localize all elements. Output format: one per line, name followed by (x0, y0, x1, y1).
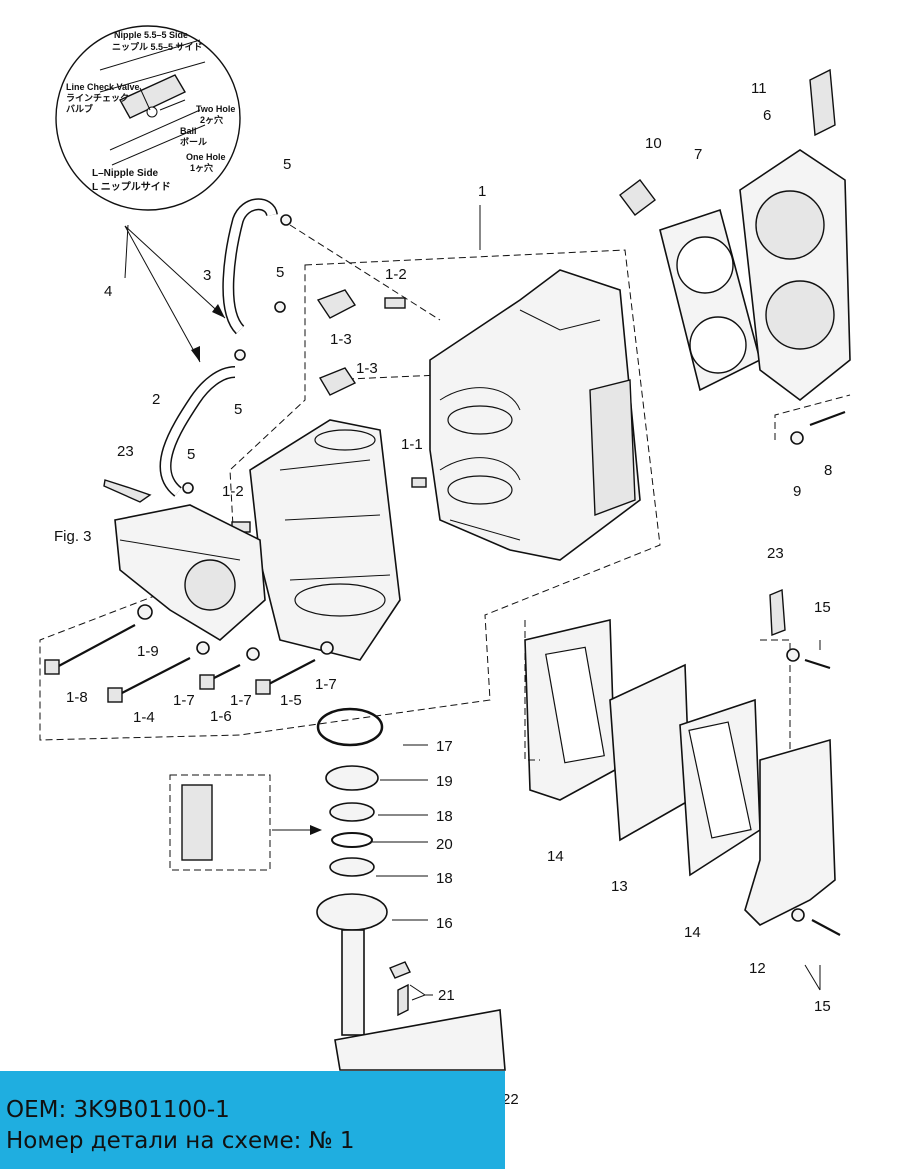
inset-two-hole-jp: 2ヶ穴 (200, 114, 223, 125)
callout-1-1: 1-1 (401, 436, 423, 453)
callout-1-5: 1-5 (280, 692, 302, 709)
callout-15a: 15 (814, 599, 831, 616)
callout-7: 7 (694, 146, 702, 163)
callout-17: 17 (436, 738, 453, 755)
inset-l-nipple: L–Nipple Side (92, 168, 159, 179)
callout-19: 19 (436, 773, 453, 790)
callout-1-7b: 1-7 (230, 692, 252, 709)
callout-18b: 18 (436, 870, 453, 887)
fittings (231, 289, 427, 533)
cylinder-head-parts (619, 68, 851, 445)
oem-number: OEM: 3K9B01100-1 (6, 1097, 230, 1123)
callout-16: 16 (436, 915, 453, 932)
inset-check-valve-jp2: バルブ (66, 103, 93, 114)
fig3-label: Fig. 3 (54, 528, 92, 545)
callout-20: 20 (436, 836, 453, 853)
inset-two-hole: Two Hole (196, 104, 235, 114)
inset-one-hole: One Hole (186, 152, 226, 162)
seal-housing-stack (169, 707, 506, 1071)
crankcase-assembly-box (39, 205, 661, 741)
inset-check-valve-jp1: ラインチェック (66, 93, 129, 103)
callout-1-3b: 1-3 (356, 360, 378, 377)
fuel-hoses (159, 198, 292, 497)
diagram-part-number: Номер детали на схеме: № 1 (6, 1128, 355, 1154)
inset-ball-jp: ボール (180, 136, 207, 147)
callout-14a: 14 (547, 848, 564, 865)
inset-arrows (124, 224, 226, 363)
inset-nipple-side-jp: ニップル 5.5–5 サイド (112, 41, 203, 52)
callout-1-8: 1-8 (66, 689, 88, 706)
exhaust-covers (524, 588, 841, 936)
inset-one-hole-jp: 1ヶ穴 (190, 162, 213, 173)
callout-15b: 15 (814, 998, 831, 1015)
callout-1-2b: 1-2 (222, 483, 244, 500)
callout-5a: 5 (283, 156, 291, 173)
callout-5c: 5 (234, 401, 242, 418)
inset-nipple-side: Nipple 5.5–5 Side (114, 30, 188, 40)
cylinder-block-left (249, 419, 401, 661)
callout-3: 3 (203, 267, 211, 284)
part-info-banner: OEM: 3K9B01100-1 Номер детали на схеме: … (0, 1071, 505, 1169)
crankcase-half-right (429, 269, 641, 561)
callout-22: 22 (502, 1091, 519, 1108)
callout-2: 2 (152, 391, 160, 408)
callout-4: 4 (104, 283, 112, 300)
inset-check-valve: Line Check Valve (66, 82, 140, 92)
inset-l-nipple-jp: L ニップルサイド (92, 180, 171, 193)
callout-1-6: 1-6 (210, 708, 232, 725)
callout-1-3a: 1-3 (330, 331, 352, 348)
callout-5d: 5 (187, 446, 195, 463)
callout-14b: 14 (684, 924, 701, 941)
callout-9: 9 (793, 483, 801, 500)
callout-1-2a: 1-2 (385, 266, 407, 283)
callout-5b: 5 (276, 264, 284, 281)
callout-13: 13 (611, 878, 628, 895)
callout-23a: 23 (117, 443, 134, 460)
fig3-cover (103, 479, 266, 641)
callout-12: 12 (749, 960, 766, 977)
callout-1: 1 (478, 183, 486, 200)
callout-labels: 1 1-1 1-2 1-2 1-3 1-3 1-4 1-5 1-6 1-7 1-… (54, 80, 832, 1108)
callout-1-7a: 1-7 (173, 692, 195, 709)
callout-11: 11 (751, 80, 767, 97)
check-valve-inset: Nipple 5.5–5 Side ニップル 5.5–5 サイド Line Ch… (55, 25, 241, 211)
leader-lines (372, 640, 821, 1001)
callout-23b: 23 (767, 545, 784, 562)
callout-1-4: 1-4 (133, 709, 155, 726)
callout-21: 21 (438, 987, 455, 1004)
callout-1-7c: 1-7 (315, 676, 337, 693)
callout-6: 6 (763, 107, 771, 124)
inset-ball: Ball (180, 126, 197, 136)
callout-10: 10 (645, 135, 662, 152)
callout-8: 8 (824, 462, 832, 479)
crankcase-bolts (44, 604, 334, 703)
callout-18a: 18 (436, 808, 453, 825)
callout-1-9: 1-9 (137, 643, 159, 660)
